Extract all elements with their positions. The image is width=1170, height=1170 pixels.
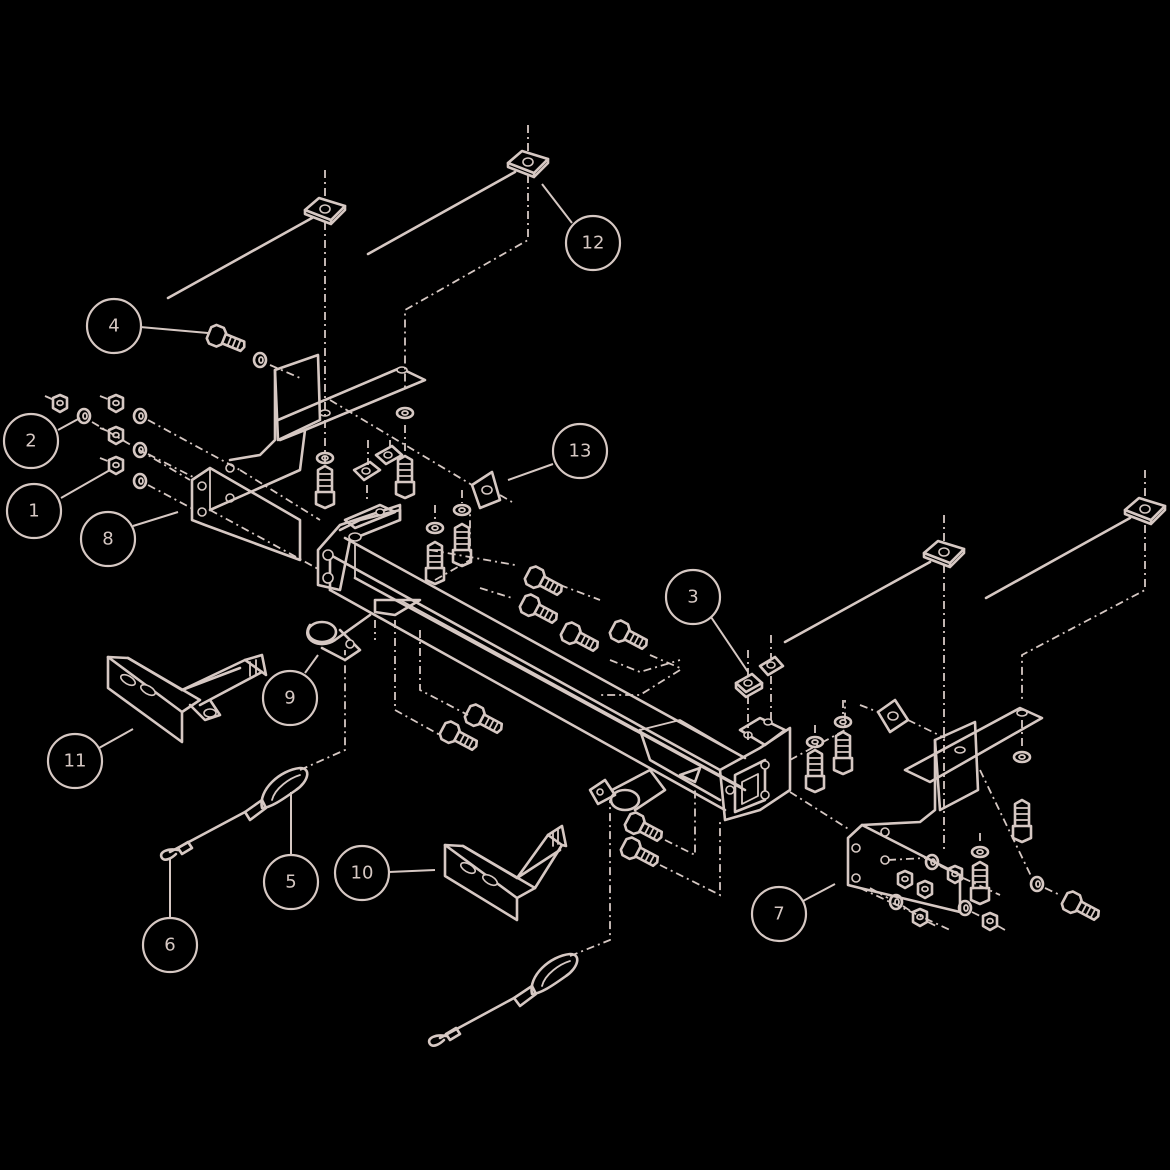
safety-chain-left (159, 650, 346, 861)
callout-2-label: 2 (25, 431, 36, 452)
callout-7: 7 (750, 885, 808, 943)
callout-12-label: 12 (582, 233, 605, 254)
ball-mount-10 (443, 824, 568, 922)
safety-chain-right (427, 800, 611, 1047)
callout-5-label: 5 (285, 872, 296, 893)
ball-mount-11 (106, 653, 268, 744)
callout-11-label: 11 (64, 751, 87, 772)
callout-leaders (57, 183, 836, 918)
right-hardware (617, 635, 1105, 932)
callout-10-label: 10 (351, 863, 374, 884)
callout-11: 11 (46, 732, 104, 790)
callout-13: 13 (551, 422, 609, 480)
callout-9: 9 (261, 669, 319, 727)
fish-wire-plates (166, 125, 1167, 850)
main-crossbar (306, 503, 792, 822)
callout-5: 5 (262, 853, 320, 911)
callout-6: 6 (141, 916, 199, 974)
callout-2: 2 (2, 412, 60, 470)
callout-4-label: 4 (108, 316, 119, 337)
callout-1-label: 1 (28, 501, 39, 522)
callout-12: 12 (564, 214, 622, 272)
callout-3: 3 (664, 568, 722, 626)
left-side-bracket (190, 353, 427, 562)
callout-1: 1 (5, 482, 63, 540)
callout-9-label: 9 (284, 688, 295, 709)
callout-13-label: 13 (569, 441, 592, 462)
right-side-bracket (738, 706, 1044, 914)
callout-7-label: 7 (773, 904, 784, 925)
callout-4: 4 (85, 297, 143, 355)
callout-6-label: 6 (164, 935, 175, 956)
callout-10: 10 (333, 844, 391, 902)
left-hardware (44, 322, 681, 757)
callout-8-label: 8 (102, 529, 113, 550)
callout-8: 8 (79, 510, 137, 568)
callout-3-label: 3 (687, 587, 698, 608)
